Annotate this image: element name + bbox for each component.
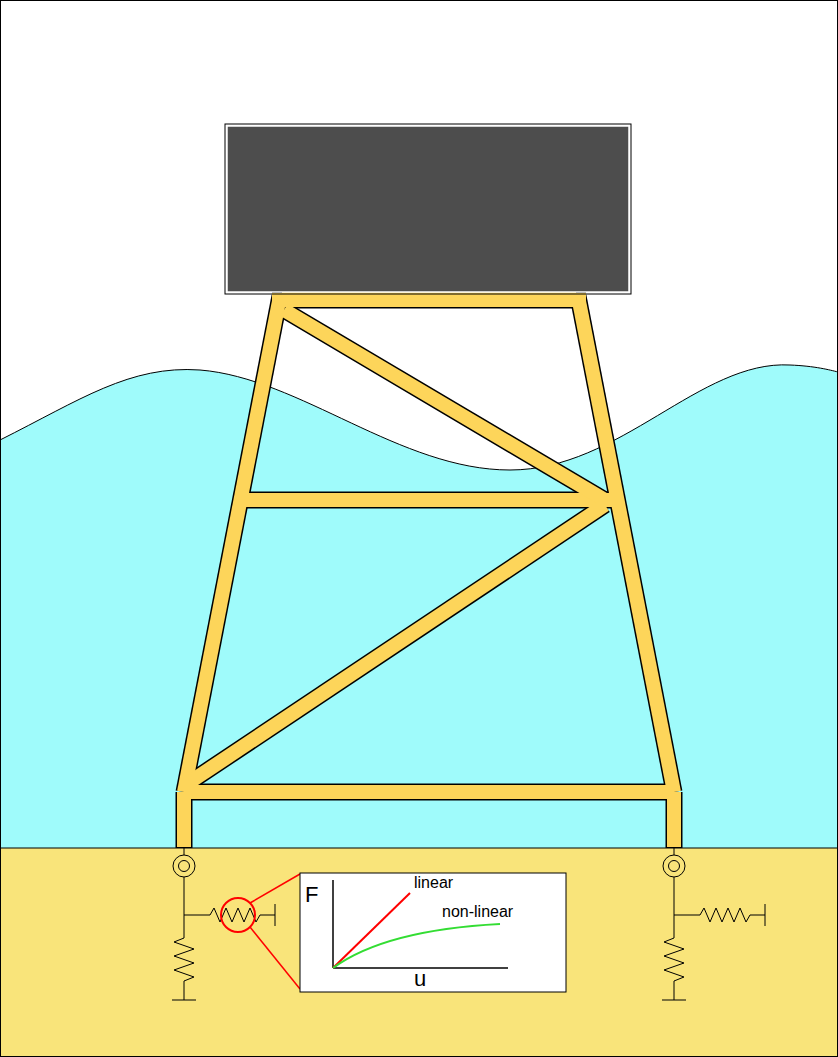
inset-graph: Flinear non-linear u	[300, 873, 566, 992]
vertical-spring	[664, 938, 684, 981]
mudline	[0, 848, 838, 849]
vertical-spring	[174, 938, 194, 981]
curve-label: linear	[414, 875, 453, 891]
topside-deck	[227, 126, 629, 292]
horizontal-spring	[210, 908, 260, 922]
zoom-leader	[250, 927, 300, 989]
rotational-spring	[663, 855, 685, 877]
jacket-outline	[184, 296, 674, 848]
zoom-circle	[221, 898, 255, 932]
axis-label: F	[305, 884, 318, 906]
nonlinear-curve	[333, 924, 500, 968]
axis-label: u	[414, 968, 426, 990]
rotational-spring	[173, 855, 195, 877]
curve-label: non-linear	[442, 904, 513, 920]
force-axis	[332, 880, 334, 968]
linear-curve	[333, 893, 410, 968]
jacket-members	[184, 296, 674, 847]
left-soil-springs	[172, 848, 275, 1000]
horizontal-spring	[700, 908, 750, 922]
seabed	[0, 848, 838, 1057]
zoom-leader	[250, 874, 300, 903]
sea-water	[0, 365, 838, 848]
deck-outline	[225, 124, 631, 294]
inset-frame	[300, 873, 566, 992]
right-soil-springs	[662, 848, 765, 1000]
